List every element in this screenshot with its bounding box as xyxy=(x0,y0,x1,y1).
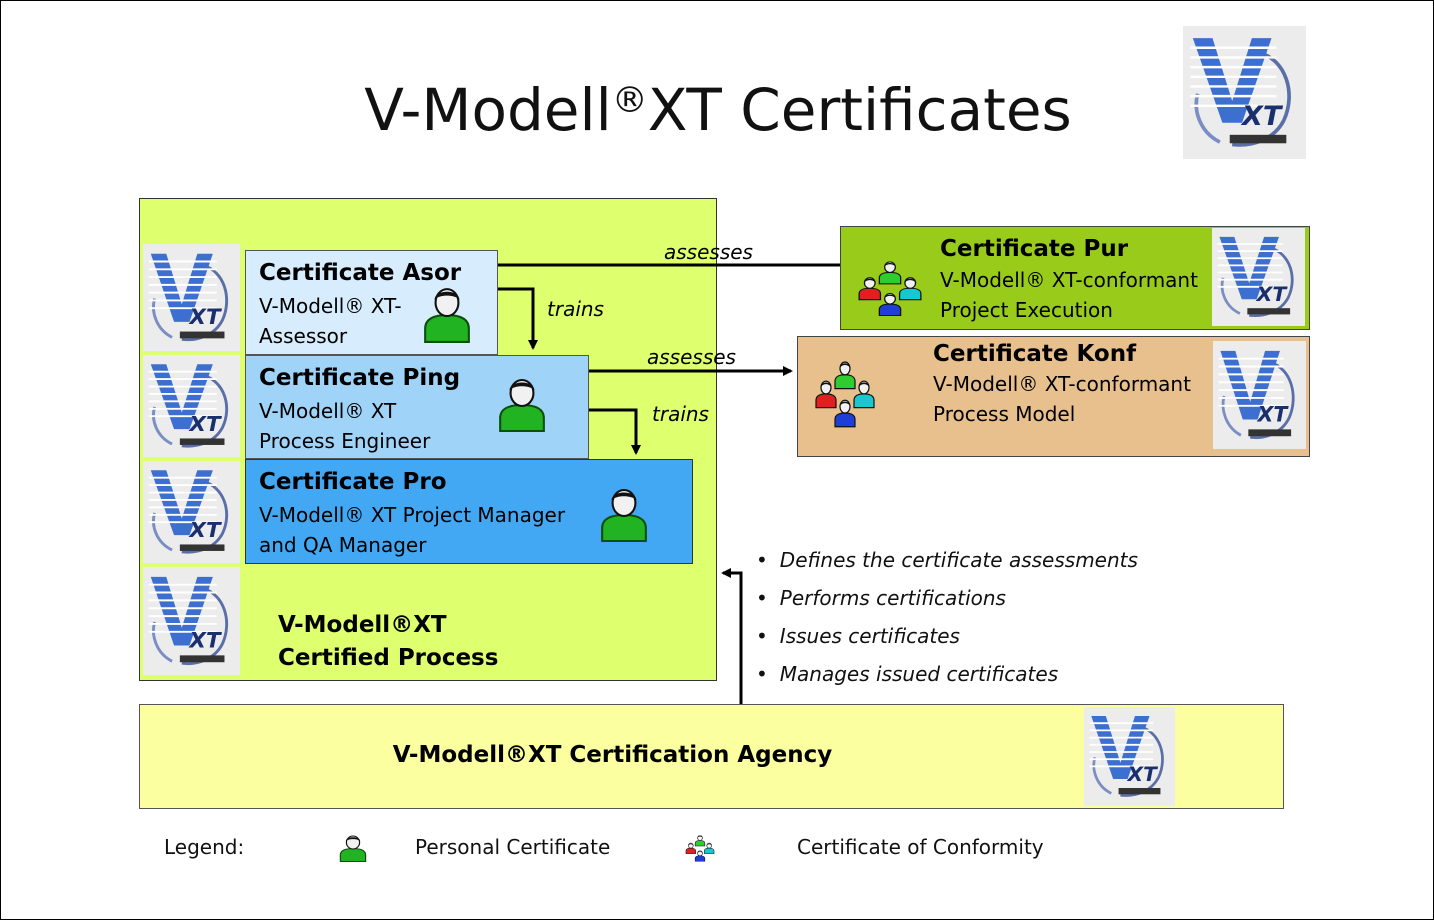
vmodell-xt-logo-icon: XT xyxy=(143,461,240,563)
svg-text:XT: XT xyxy=(1255,282,1288,305)
certified-process-label: V-Modell®XT Certified Process xyxy=(278,612,499,671)
assesses-label: assesses xyxy=(647,345,736,369)
agency-process-connector xyxy=(721,568,743,704)
legend-certificate-of-conformity: Certificate of Conformity xyxy=(797,835,1044,859)
people-group-icon xyxy=(685,835,715,863)
certificate-pro-desc: V-Modell® XT Project Manager and QA Mana… xyxy=(259,503,566,557)
trains-label: trains xyxy=(547,297,604,321)
vmodell-xt-logo-icon: XT xyxy=(143,244,240,351)
trains-ping-arrow xyxy=(498,287,538,350)
svg-text:XT: XT xyxy=(1126,763,1159,786)
svg-text:XT: XT xyxy=(1240,101,1284,132)
list-item: Issues certificates xyxy=(756,617,1138,655)
people-group-icon xyxy=(857,261,923,319)
svg-text:XT: XT xyxy=(188,518,223,541)
person-icon xyxy=(598,486,650,542)
page-title: V-Modell®XT Certificates xyxy=(364,76,1072,144)
vmodell-xt-logo-icon: XT xyxy=(143,355,240,457)
svg-text:XT: XT xyxy=(188,412,223,435)
certificate-asor-box: Certificate Asor V-Modell® XT- Assessor xyxy=(245,250,498,355)
certificate-konf-desc: V-Modell® XT-conformant Process Model xyxy=(933,372,1191,426)
vmodell-xt-logo-icon: XT xyxy=(1213,341,1306,449)
agency-task-list: Defines the certificate assessments Perf… xyxy=(756,541,1138,693)
person-icon xyxy=(338,834,368,862)
certificate-ping-desc: V-Modell® XT Process Engineer xyxy=(259,399,431,453)
list-item: Manages issued certificates xyxy=(756,655,1138,693)
certificate-asor-desc: V-Modell® XT- Assessor xyxy=(259,294,402,348)
vmodell-xt-logo-icon: XT xyxy=(1084,707,1175,806)
assesses-label: assesses xyxy=(664,240,753,264)
certificate-pur-title: Certificate Pur xyxy=(940,236,1129,262)
person-icon xyxy=(496,376,548,432)
trains-pro-arrow xyxy=(589,408,641,455)
certification-agency-label: V-Modell®XT Certification Agency xyxy=(392,742,833,768)
people-group-icon xyxy=(814,361,876,431)
person-icon xyxy=(421,285,473,343)
list-item: Performs certifications xyxy=(756,579,1138,617)
certificate-ping-title: Certificate Ping xyxy=(259,365,461,391)
legend-personal-certificate: Personal Certificate xyxy=(415,835,611,859)
vmodell-xt-logo-icon: XT xyxy=(143,567,240,675)
svg-text:XT: XT xyxy=(1256,401,1289,427)
certificate-pro-box: Certificate Pro V-Modell® XT Project Man… xyxy=(245,459,693,564)
certificate-pur-desc: V-Modell® XT-conformant Project Executio… xyxy=(940,268,1198,322)
certificate-asor-title: Certificate Asor xyxy=(259,260,462,286)
svg-text:XT: XT xyxy=(188,305,222,330)
certificate-ping-box: Certificate Ping V-Modell® XT Process En… xyxy=(245,355,589,459)
list-item: Defines the certificate assessments xyxy=(756,541,1138,579)
certificate-pro-title: Certificate Pro xyxy=(259,469,447,495)
svg-text:XT: XT xyxy=(188,628,223,653)
certificate-konf-box: Certificate Konf V-Modell® XT-conformant… xyxy=(797,336,1310,457)
vmodell-xt-logo-icon: XT xyxy=(1183,26,1306,159)
trains-label: trains xyxy=(652,402,709,426)
legend-label: Legend: xyxy=(164,835,245,859)
vmodell-xt-logo-icon: XT xyxy=(1212,228,1305,326)
certificate-konf-title: Certificate Konf xyxy=(933,341,1137,367)
